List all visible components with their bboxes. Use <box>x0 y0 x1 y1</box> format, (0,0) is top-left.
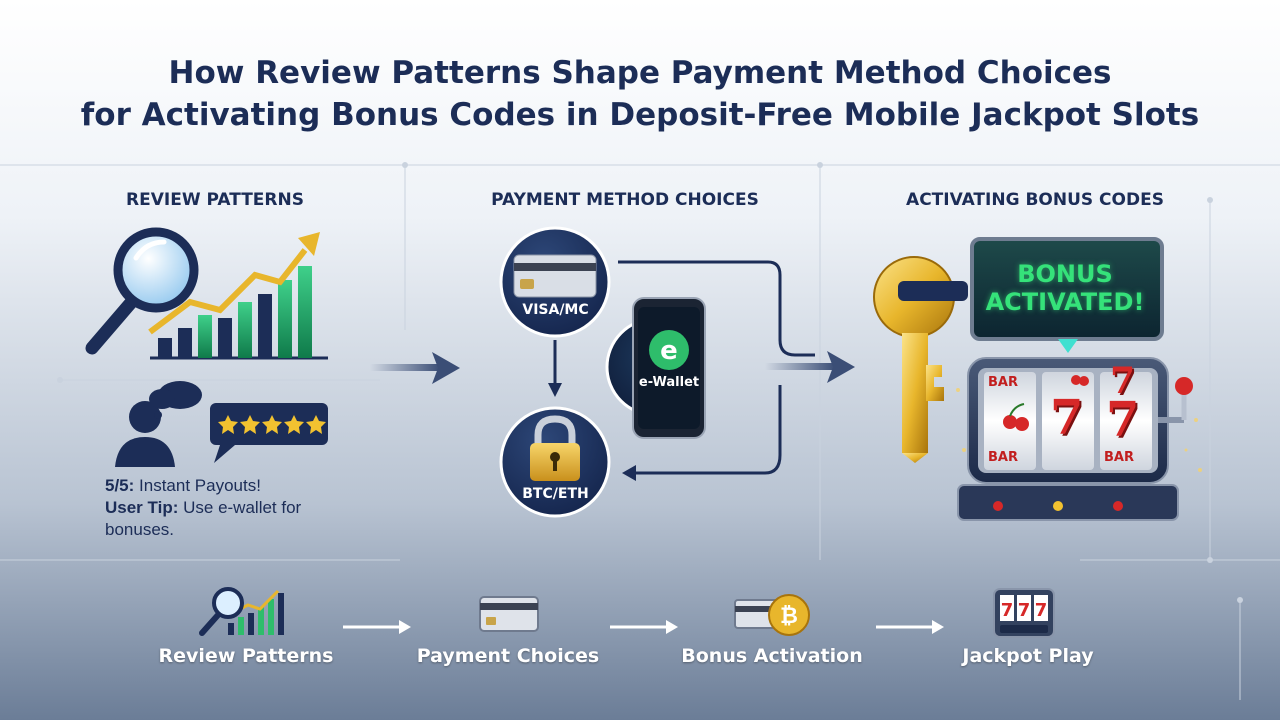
payment-flow-connectors <box>548 260 815 481</box>
bonus-line-2: ACTIVATED! <box>985 288 1145 316</box>
review-patterns-heading: REVIEW PATTERNS <box>126 190 304 210</box>
card-payment-icon <box>499 226 611 338</box>
ewallet-payment-icon: e <box>605 297 706 439</box>
main-title: How Review Patterns Shape Payment Method… <box>0 52 1280 136</box>
flow-arrow-1 <box>343 620 411 634</box>
title-line-2: for Activating Bonus Codes in Deposit-Fr… <box>80 97 1200 133</box>
flow-arrow-2 <box>610 620 678 634</box>
user-tip-label: User Tip: <box>105 498 179 517</box>
review-quote: 5/5: Instant Payouts! User Tip: Use e-wa… <box>105 475 345 541</box>
reel1-bar-top: BAR <box>988 375 1018 390</box>
bonus-line-1: BONUS <box>1017 260 1113 288</box>
svg-text:₿: ₿ <box>780 604 798 629</box>
flow-step-jackpot: Jackpot Play <box>962 645 1094 667</box>
reel1-bar-bottom: BAR <box>988 450 1018 465</box>
flow-bonus-coin-icon: ₿ <box>734 594 810 636</box>
magnifier-growth-chart-icon <box>85 227 328 360</box>
flow-step-review: Review Patterns <box>158 645 334 667</box>
reel3-seven-middle: 7 <box>1106 392 1140 448</box>
crypto-label: BTC/ETH <box>522 486 589 502</box>
flow-jackpot-slot-icon: 7 7 7 <box>993 588 1055 638</box>
rating-label: 5/5: <box>105 476 135 495</box>
user-tip-text: Use e-wallet for bonuses. <box>105 498 302 539</box>
bonus-activated-screen <box>970 237 1164 353</box>
flow-step-payment: Payment Choices <box>416 645 600 667</box>
slot-machine-icon <box>956 357 1202 521</box>
arrow-payment-to-bonus <box>765 351 855 383</box>
flow-step-bonus: Bonus Activation <box>681 645 863 667</box>
flow-arrow-3 <box>876 620 944 634</box>
svg-text:7: 7 <box>1001 600 1014 621</box>
reel3-bar-bottom: BAR <box>1104 450 1134 465</box>
title-line-1: How Review Patterns Shape Payment Method… <box>168 55 1112 91</box>
arrow-review-to-payment <box>370 352 460 384</box>
reel3-seven-top: 7 <box>1110 360 1136 402</box>
rating-text: Instant Payouts! <box>139 476 261 495</box>
flow-review-icon <box>199 587 284 636</box>
payment-methods-heading: PAYMENT METHOD CHOICES <box>491 190 759 210</box>
reel2-seven: 7 <box>1050 390 1084 446</box>
card-label: VISA/MC <box>522 302 589 318</box>
ewallet-label: e-Wallet <box>638 375 700 390</box>
svg-text:e: e <box>660 336 678 366</box>
crypto-lock-icon <box>499 406 611 518</box>
golden-key-icon <box>873 256 968 463</box>
flow-payment-card-icon <box>479 596 539 632</box>
bonus-codes-heading: ACTIVATING BONUS CODES <box>906 190 1164 210</box>
svg-text:7: 7 <box>1035 600 1048 621</box>
bonus-activated-text: BONUS ACTIVATED! <box>975 260 1155 316</box>
user-rating-bubble-icon <box>115 381 328 467</box>
svg-text:7: 7 <box>1018 600 1031 621</box>
